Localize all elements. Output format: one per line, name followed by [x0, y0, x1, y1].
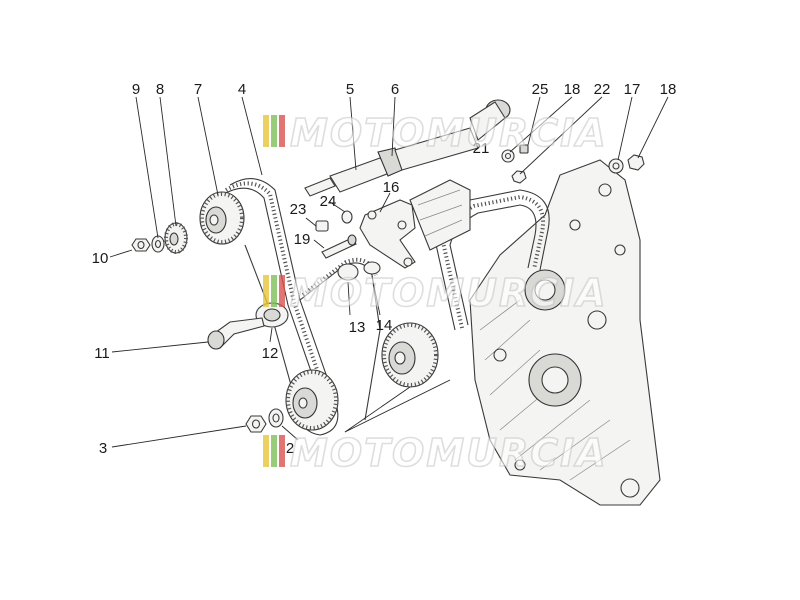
long-bolt: [207, 317, 265, 350]
drive-shaft: [304, 99, 511, 197]
watermark-stripe-green: [271, 115, 277, 147]
idler-rollers: [337, 261, 381, 281]
watermark-stripe-red: [279, 275, 285, 307]
pulley-nut-and-washer: [245, 408, 284, 433]
watermark-stripe-green: [271, 275, 277, 307]
callout-2: 2: [286, 440, 294, 457]
watermark-stripe-yellow: [263, 115, 269, 147]
watermark-stripe-green: [271, 435, 277, 467]
callout-25: 25: [532, 81, 549, 98]
callout-16: 16: [383, 179, 400, 196]
callout-12: 12: [262, 345, 279, 362]
top-right-fasteners: [501, 144, 645, 184]
callout-11: 11: [94, 345, 110, 362]
small-bolts: [315, 210, 357, 259]
washer-and-nut: [131, 235, 165, 253]
callout-22: 22: [594, 81, 611, 98]
callout-3: 3: [99, 440, 107, 457]
camshaft-pulley: [199, 191, 245, 245]
callout-8: 8: [156, 81, 164, 98]
engine-casing: [469, 159, 661, 506]
callout-23: 23: [290, 201, 307, 218]
callout-18-right: 18: [660, 81, 677, 98]
watermark-text: MOTOMURCIA: [290, 431, 608, 475]
lower-pulley: [285, 369, 339, 431]
small-gear: [164, 222, 188, 254]
callout-21: 21: [473, 140, 490, 157]
watermark-stripe-yellow: [263, 275, 269, 307]
callout-7: 7: [194, 81, 202, 98]
callout-5: 5: [346, 81, 354, 98]
watermark-stripe-red: [279, 115, 285, 147]
callout-17: 17: [624, 81, 641, 98]
watermark-text: MOTOMURCIA: [290, 111, 608, 155]
callout-6: 6: [391, 81, 399, 98]
watermark-text: MOTOMURCIA: [290, 271, 608, 315]
watermark-stripe-red: [279, 435, 285, 467]
callout-24: 24: [320, 193, 337, 210]
callout-9: 9: [132, 81, 140, 98]
leader-lines: [109, 96, 669, 448]
callout-14: 14: [376, 317, 393, 334]
tensioner-roller: [255, 302, 289, 328]
callout-10: 10: [92, 250, 109, 267]
tensioner-bracket: [359, 179, 471, 269]
watermark-stripe-yellow: [263, 435, 269, 467]
watermark-middle: MOTOMURCIA: [263, 270, 608, 316]
watermark-top: MOTOMURCIA: [263, 110, 608, 156]
callout-13: 13: [349, 319, 366, 336]
callout-18-left: 18: [564, 81, 581, 98]
callout-labels: 9 8 7 4 5 6 25 18 22 17 18 21 16 24 23 1…: [92, 81, 677, 457]
watermark-bottom: MOTOMURCIA: [263, 430, 608, 476]
callout-19: 19: [294, 231, 311, 248]
callout-4: 4: [238, 81, 246, 98]
crankshaft-pulley: [381, 322, 439, 388]
